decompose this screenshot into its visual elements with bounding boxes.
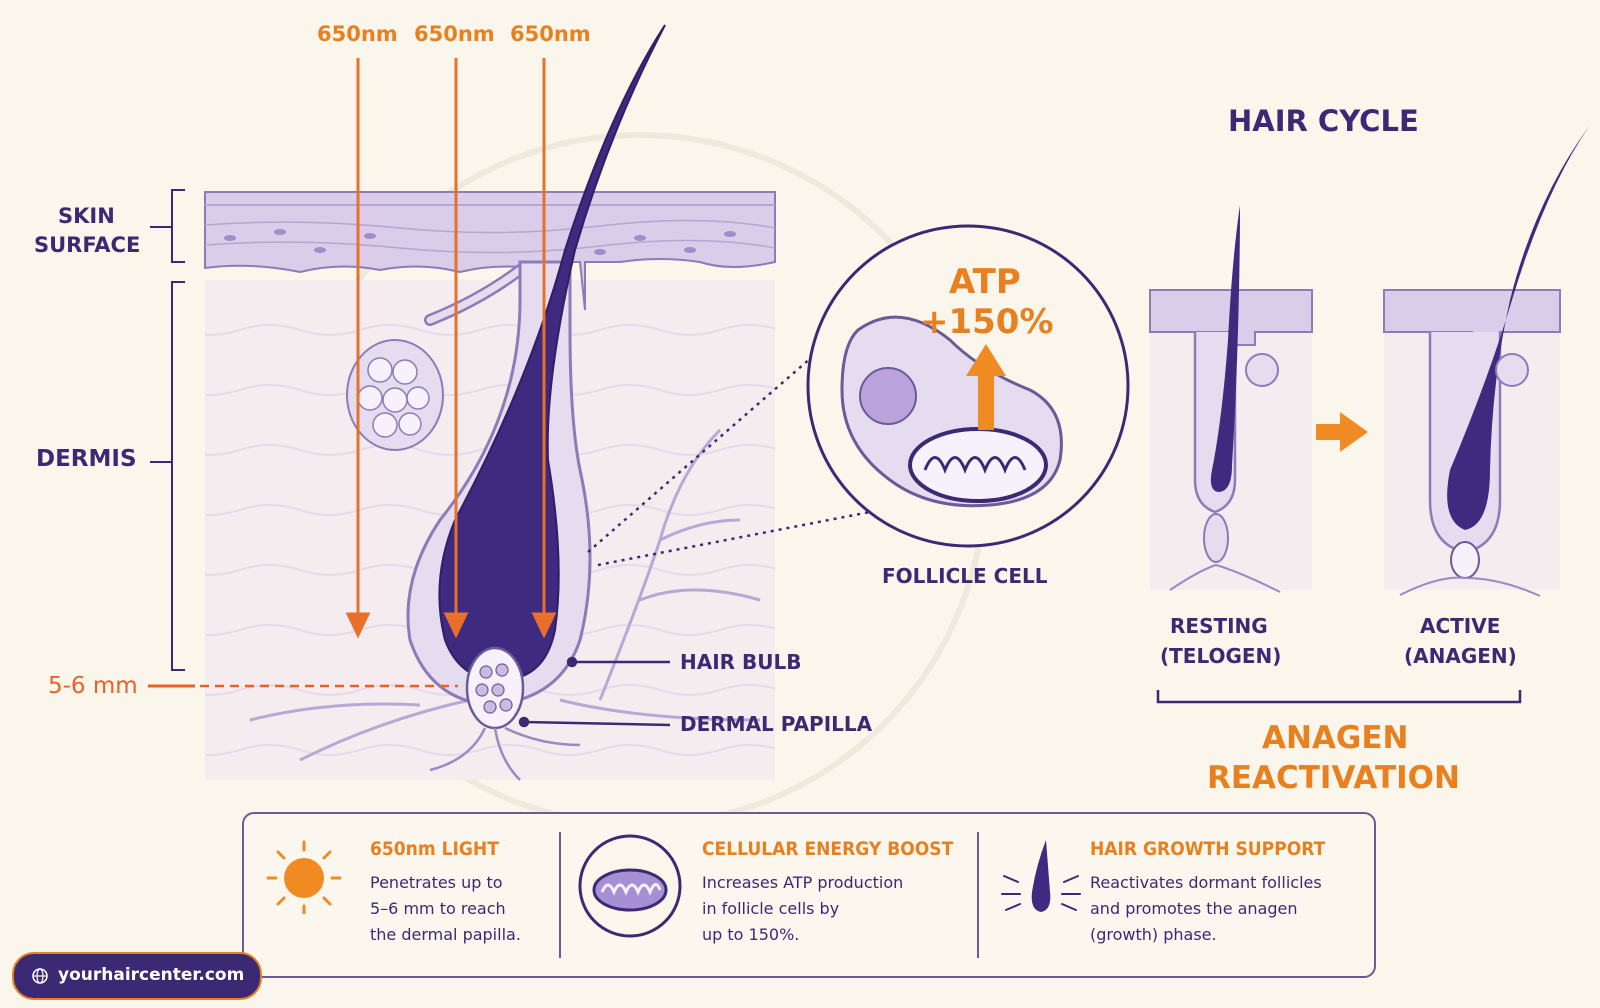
epidermis-layer <box>204 191 776 311</box>
depth-label: 5-6 mm <box>48 673 138 699</box>
sebaceous-gland <box>346 264 526 451</box>
info-energy: CELLULAR ENERGY BOOST Increases ATP prod… <box>562 814 962 976</box>
layer-brackets <box>150 189 185 671</box>
info-light-text: Penetrates up to 5–6 mm to reach the der… <box>370 873 521 944</box>
info-growth-text: Reactivates dormant follicles and promot… <box>1090 873 1322 944</box>
result-label-1: ANAGEN <box>1262 720 1409 756</box>
hair-cycle-title: HAIR CYCLE <box>1228 104 1419 138</box>
resting-label-2: (TELOGEN) <box>1160 644 1282 668</box>
website-url: yourhaircenter.com <box>58 965 245 985</box>
info-growth: HAIR GROWTH SUPPORT Reactivates dormant … <box>980 814 1370 976</box>
follicle-cell-zoom <box>587 224 1130 567</box>
atp-value: +150% <box>920 302 1054 342</box>
hair-cycle-arrow <box>1316 412 1368 452</box>
skin-surface-label-1: SKIN <box>58 204 115 228</box>
divider-1 <box>559 832 561 958</box>
info-energy-text: Increases ATP production in follicle cel… <box>702 873 904 944</box>
active-label-1: ACTIVE <box>1420 614 1501 638</box>
divider-2 <box>977 832 979 958</box>
active-label-2: (ANAGEN) <box>1404 644 1517 668</box>
result-label-2: REACTIVATION <box>1207 760 1460 796</box>
info-panel: 650nm LIGHT Penetrates up to 5–6 mm to r… <box>242 812 1376 978</box>
atp-label: ATP <box>949 262 1021 302</box>
wavelength-label-3: 650nm <box>510 22 591 46</box>
mitochondria-icon <box>578 834 682 938</box>
info-light-title: 650nm LIGHT <box>370 838 499 860</box>
cycle-bracket <box>1156 690 1522 704</box>
wavelength-label-2: 650nm <box>414 22 495 46</box>
globe-icon <box>32 968 48 984</box>
hair-cycle-active <box>1383 125 1590 597</box>
cell-nucleus <box>859 367 917 425</box>
blood-vessels <box>249 428 761 762</box>
info-growth-title: HAIR GROWTH SUPPORT <box>1090 838 1326 860</box>
hair-cycle-resting <box>1149 205 1313 593</box>
structure-leaders <box>518 656 671 728</box>
hair-follicle-icon <box>1001 840 1081 912</box>
dermal-papilla-label: DERMAL PAPILLA <box>680 712 873 736</box>
wavelength-label-1: 650nm <box>317 22 398 46</box>
sun-icon <box>266 840 342 914</box>
hair-bulb-label: HAIR BULB <box>680 650 802 674</box>
mitochondrion <box>908 427 1048 503</box>
follicle-cell-caption: FOLLICLE CELL <box>882 564 1048 588</box>
info-energy-title: CELLULAR ENERGY BOOST <box>702 838 954 860</box>
skin-surface-label-2: SURFACE <box>34 233 141 257</box>
info-light: 650nm LIGHT Penetrates up to 5–6 mm to r… <box>244 814 554 976</box>
light-rays <box>345 58 557 639</box>
skin-cross-section <box>204 24 776 781</box>
atp-up-arrow <box>966 344 1006 376</box>
resting-label-1: RESTING <box>1170 614 1268 638</box>
website-badge[interactable]: yourhaircenter.com <box>12 952 262 1000</box>
dermis-label: DERMIS <box>36 446 137 472</box>
